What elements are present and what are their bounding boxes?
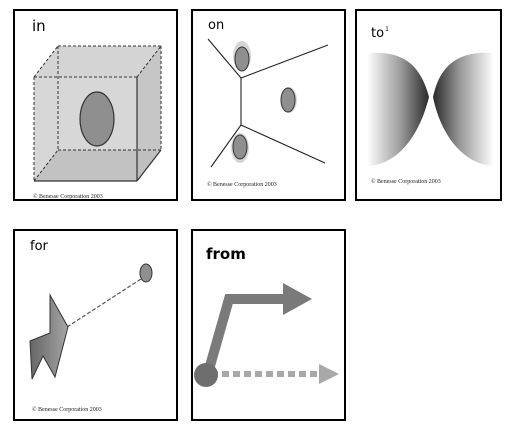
card-word: on [208, 18, 225, 33]
card-in: in © Benesse Corporation 2003 [13, 9, 178, 201]
ball [139, 263, 153, 283]
card-from: from [191, 229, 346, 421]
arrows-from-ball-illustration [194, 283, 339, 387]
card-word: for [30, 239, 48, 254]
copyright-text: © Benesse Corporation 2003 [207, 182, 277, 188]
copyright-text: © Benesse Corporation 2003 [32, 407, 102, 413]
superscript: 1 [385, 26, 389, 33]
card-to: to1 © Benesse Corporation 2003 [355, 9, 502, 201]
ball [280, 87, 296, 113]
box-containing-ball-illustration [33, 45, 162, 182]
arrow-toward-ball-illustration [29, 263, 153, 380]
copyright-text: © Benesse Corporation 2003 [371, 179, 441, 185]
card-word: from [206, 245, 246, 263]
card-word: in [32, 17, 46, 35]
copyright-text: © Benesse Corporation 2003 [33, 194, 103, 200]
card-word-text: to [371, 26, 385, 41]
card-for: for © Benesse Corporation 2003 [13, 229, 178, 421]
ball [234, 46, 250, 72]
card-word: to1 [371, 26, 389, 41]
ball [194, 363, 218, 387]
facing-shapes-illustration [367, 52, 494, 167]
balls-on-lines-illustration [207, 38, 329, 168]
ball [79, 91, 115, 147]
card-on: on © Benesse Corporation 2003 [191, 9, 346, 201]
ball [232, 134, 248, 160]
